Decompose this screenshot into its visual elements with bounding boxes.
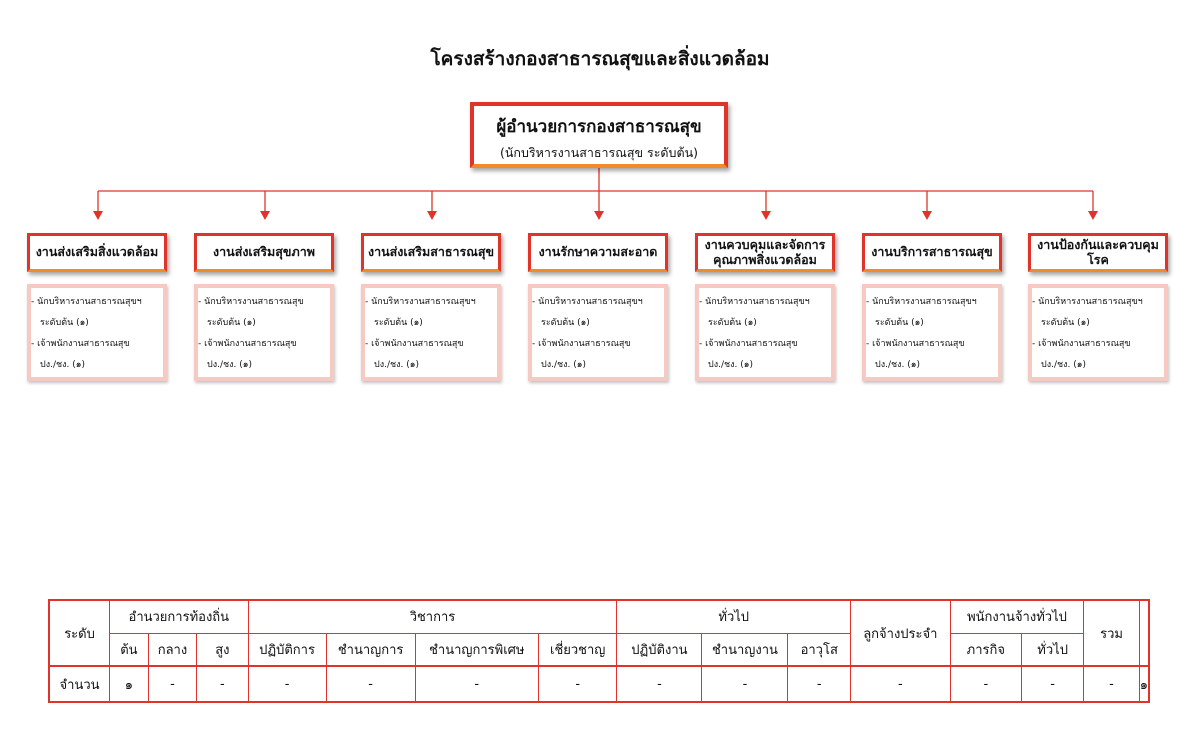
unit-health-promotion: งานส่งเสริมสุขภาพ - นักบริหารงานสาธารณสุ…: [194, 233, 334, 381]
unit-staff-box: - นักบริหารงานสาธารณสุขฯ ระดับต้น (๑) - …: [27, 284, 167, 381]
staff-line: - เจ้าพนักงานสาธารณสุข: [866, 339, 965, 349]
staff-line: - เจ้าพนักงานสาธารณสุข: [31, 339, 130, 349]
unit-public-health-promotion: งานส่งเสริมสาธารณสุข - นักบริหารงานสาธาร…: [361, 233, 501, 381]
staff-line: - นักบริหารงานสาธารณสุขฯ: [699, 297, 810, 307]
staff-line: - เจ้าพนักงานสาธารณสุข: [532, 339, 631, 349]
subheader: ภารกิจ: [949, 632, 1022, 667]
unit-cleanliness: งานรักษาความสะอาด - นักบริหารงานสาธารณสุ…: [528, 233, 668, 381]
arrow-down-icon: [93, 211, 103, 220]
unit-staff-box: - นักบริหารงานสาธารณสุขฯ ระดับต้น (๑) - …: [1028, 284, 1168, 381]
staff-line: ระดับต้น (๑): [207, 318, 256, 328]
arrow-down-icon: [761, 211, 771, 220]
count-cell: ๑: [109, 665, 149, 703]
arrow-down-icon: [260, 211, 270, 220]
subheader: ต้น: [109, 632, 149, 667]
count-cell: -: [1020, 665, 1085, 703]
staff-line: - เจ้าพนักงานสาธารณสุข: [365, 339, 464, 349]
subheader: ปฏิบัติการ: [247, 632, 327, 667]
unit-disease-control: งานป้องกันและควบคุมโรค - นักบริหารงานสาธ…: [1028, 233, 1168, 381]
subheader: ปฏิบัติงาน: [616, 632, 703, 667]
staff-line: ปง./ชง. (๑): [708, 360, 753, 370]
staff-line: ระดับต้น (๑): [875, 318, 924, 328]
staff-line: ปง./ชง. (๑): [374, 360, 419, 370]
arrow-down-icon: [427, 211, 437, 220]
unit-title: งานควบคุมและจัดการคุณภาพสิ่งแวดล้อม: [695, 233, 835, 272]
count-cell: -: [196, 665, 249, 703]
unit-title: งานส่งเสริมสิ่งแวดล้อม: [27, 233, 167, 272]
staff-line: ปง./ชง. (๑): [40, 360, 85, 370]
staff-line: - เจ้าพนักงานสาธารณสุข: [699, 339, 798, 349]
subheader: อาวุโส: [787, 632, 851, 667]
staff-line: - นักบริหารงานสาธารณสุขฯ: [31, 297, 142, 307]
staff-line: ปง./ชง. (๑): [207, 360, 252, 370]
unit-staff-box: - นักบริหารงานสาธารณสุขฯ ระดับต้น (๑) - …: [361, 284, 501, 381]
staff-line: ปง./ชง. (๑): [875, 360, 920, 370]
unit-environment-quality: งานควบคุมและจัดการคุณภาพสิ่งแวดล้อม - นั…: [695, 233, 835, 381]
staff-line: ปง./ชง. (๑): [541, 360, 586, 370]
staff-line: ระดับต้น (๑): [1041, 318, 1090, 328]
staffing-table: ระดับ อำนวยการท้องถิ่น วิชาการ ทั่วไป ลู…: [48, 599, 1150, 703]
unit-title: งานส่งเสริมสาธารณสุข: [361, 233, 501, 272]
count-cell: -: [616, 665, 703, 703]
staff-line: - นักบริหารงานสาธารณสุขฯ: [532, 297, 643, 307]
count-cell: -: [325, 665, 416, 703]
unit-title: งานส่งเสริมสุขภาพ: [194, 233, 334, 272]
arrow-down-icon: [594, 211, 604, 220]
subheader: ชำนาญงาน: [701, 632, 789, 667]
unit-environment-promotion: งานส่งเสริมสิ่งแวดล้อม - นักบริหารงานสาธ…: [27, 233, 167, 381]
unit-staff-box: - นักบริหารงานสาธารณสุขฯ ระดับต้น (๑) - …: [862, 284, 1002, 381]
table-row: จำนวน ๑ - - - - - - - - - - - - - ๑: [48, 665, 1150, 703]
group-local-admin: อำนวยการท้องถิ่น: [109, 599, 249, 634]
arrow-down-icon: [1088, 211, 1098, 220]
unit-staff-box: - นักบริหารงานสาธารณสุข ระดับต้น (๑) - เ…: [194, 284, 334, 381]
unit-title: งานบริการสาธารณสุข: [862, 233, 1002, 272]
staff-line: - นักบริหารงานสาธารณสุขฯ: [1032, 297, 1143, 307]
count-cell: -: [787, 665, 851, 703]
unit-staff-box: - นักบริหารงานสาธารณสุขฯ ระดับต้น (๑) - …: [695, 284, 835, 381]
subheader: เชี่ยวชาญ: [537, 632, 618, 667]
level-header: ระดับ: [48, 599, 111, 667]
group-total: รวม: [1083, 599, 1140, 667]
unit-title: งานป้องกันและควบคุมโรค: [1028, 233, 1168, 272]
arrow-down-icon: [922, 211, 932, 220]
director-title: ผู้อำนวยการกองสาธารณสุข: [496, 117, 702, 137]
group-employee: พนักงานจ้างทั่วไป: [949, 599, 1085, 634]
director-box: ผู้อำนวยการกองสาธารณสุข (นักบริหารงานสาธ…: [470, 102, 728, 168]
staff-line: ระดับต้น (๑): [374, 318, 423, 328]
group-permanent: ลูกจ้างประจำ: [849, 599, 951, 667]
count-cell: -: [147, 665, 198, 703]
count-cell: ๑: [1138, 665, 1150, 703]
count-label: จำนวน: [48, 665, 111, 703]
group-academic: วิชาการ: [247, 599, 618, 634]
subheader: กลาง: [147, 632, 198, 667]
count-cell: -: [537, 665, 618, 703]
staff-line: - นักบริหารงานสาธารณสุขฯ: [866, 297, 977, 307]
subheader: ชำนาญการพิเศษ: [414, 632, 539, 667]
count-cell: -: [414, 665, 539, 703]
staff-line: - เจ้าพนักงานสาธารณสุข: [1032, 339, 1131, 349]
chart-title: โครงสร้างกองสาธารณสุขและสิ่งแวดล้อม: [430, 48, 770, 70]
staff-line: - เจ้าพนักงานสาธารณสุข: [198, 339, 297, 349]
unit-public-health-service: งานบริการสาธารณสุข - นักบริหารงานสาธารณส…: [862, 233, 1002, 381]
count-cell: -: [1083, 665, 1140, 703]
unit-title: งานรักษาความสะอาด: [528, 233, 668, 272]
unit-staff-box: - นักบริหารงานสาธารณสุขฯ ระดับต้น (๑) - …: [528, 284, 668, 381]
staff-line: ระดับต้น (๑): [541, 318, 590, 328]
subheader: ชำนาญการ: [325, 632, 416, 667]
staff-line: ระดับต้น (๑): [708, 318, 757, 328]
count-cell: -: [849, 665, 951, 703]
staff-line: ระดับต้น (๑): [40, 318, 89, 328]
group-general: ทั่วไป: [616, 599, 851, 634]
staff-line: ปง./ชง. (๑): [1041, 360, 1086, 370]
count-cell: -: [247, 665, 327, 703]
director-subtitle: (นักบริหารงานสาธารณสุข ระดับต้น): [499, 145, 699, 160]
count-cell: -: [701, 665, 789, 703]
staff-line: - นักบริหารงานสาธารณสุข: [198, 297, 304, 307]
subheader: สูง: [196, 632, 249, 667]
staff-line: - นักบริหารงานสาธารณสุขฯ: [365, 297, 476, 307]
count-cell: -: [949, 665, 1022, 703]
subheader: ทั่วไป: [1020, 632, 1085, 667]
